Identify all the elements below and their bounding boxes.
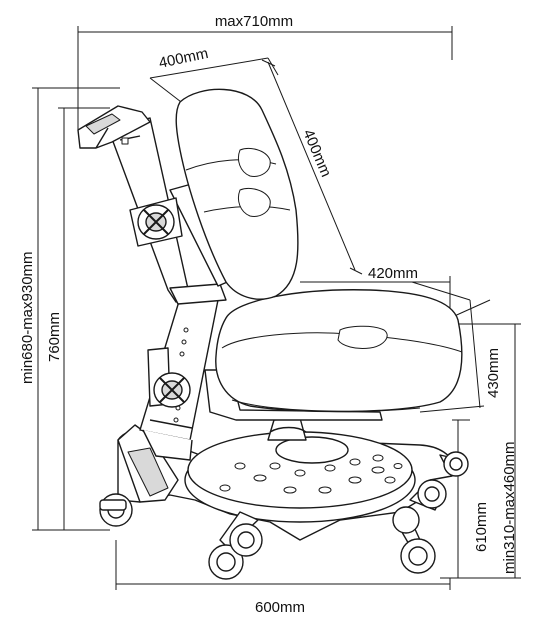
backrest-top-height-label: 760mm: [46, 312, 63, 362]
backrest-height-label: 400mm: [299, 127, 334, 180]
backrest-cushion: [175, 88, 299, 300]
total-height-label: min680-max930mm: [19, 251, 36, 384]
dimension-lines: [32, 26, 521, 590]
seat-height-label: min310-max460mm: [501, 441, 518, 574]
gas-column: [267, 417, 307, 441]
total-width-label: max710mm: [215, 13, 293, 30]
casters: [99, 451, 469, 580]
seat-width-label: 430mm: [485, 348, 502, 398]
chair-illustration: [77, 88, 469, 580]
seat-depth-label: 420mm: [368, 265, 418, 282]
base-length-label: 600mm: [255, 599, 305, 616]
backrest-width-label: 400mm: [157, 45, 209, 72]
backrest-handle: [77, 105, 151, 149]
caster-front-mid: [208, 523, 263, 580]
base-width-label: 610mm: [473, 502, 490, 552]
seat-cushion: [215, 289, 463, 413]
chair-base: [117, 424, 466, 549]
lower-height-knob: [147, 347, 191, 408]
caster-back-right: [417, 451, 469, 509]
caster-front-right: [392, 506, 436, 574]
caster-front-left: [99, 493, 133, 527]
upper-height-knob: [129, 197, 183, 247]
